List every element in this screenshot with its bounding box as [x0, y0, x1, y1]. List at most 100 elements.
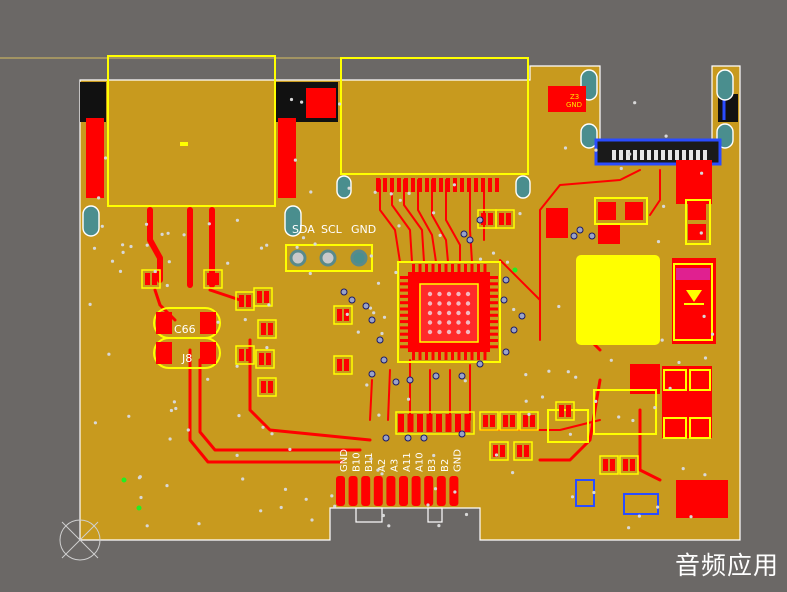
- via: [100, 224, 104, 228]
- smd-outline: [257, 319, 277, 339]
- via: [524, 399, 528, 403]
- connector-pad: [424, 476, 434, 506]
- smd-pad: [266, 353, 271, 365]
- via: [524, 373, 528, 377]
- qfn-pin: [438, 264, 441, 272]
- via: [295, 245, 299, 249]
- via: [574, 375, 578, 379]
- via: [267, 303, 271, 307]
- via: [110, 259, 115, 263]
- via: [88, 302, 92, 306]
- via: [93, 421, 97, 425]
- connector-pad: [411, 476, 421, 506]
- via: [407, 191, 411, 195]
- via: [397, 224, 401, 228]
- via: [377, 413, 381, 417]
- pad: [398, 414, 404, 432]
- qfn-pin: [483, 264, 487, 272]
- via: [502, 348, 510, 356]
- qfn-pin: [457, 264, 461, 272]
- smd-pad: [503, 415, 508, 427]
- qfn-pin: [400, 320, 408, 324]
- smd-outline: [257, 377, 277, 397]
- qfn-via: [437, 320, 442, 325]
- via: [197, 522, 201, 526]
- qfn-via: [465, 310, 471, 316]
- connector-pin: [689, 150, 693, 160]
- bottom-pad-row: [395, 411, 475, 435]
- qfn-pin: [451, 264, 454, 272]
- via: [368, 370, 376, 378]
- qfn-via: [437, 301, 442, 306]
- pad: [548, 86, 586, 112]
- via: [494, 453, 499, 457]
- connector-outline-center: [340, 57, 529, 175]
- origin-marker: [59, 519, 101, 561]
- via: [619, 166, 623, 171]
- connector-pin: [495, 178, 499, 192]
- qfn-pin: [490, 332, 498, 336]
- via: [382, 434, 390, 442]
- via: [703, 473, 707, 477]
- via: [566, 370, 570, 374]
- via: [356, 330, 360, 334]
- via: [145, 243, 149, 247]
- z3-label: Z3: [570, 93, 579, 101]
- smd-pad: [488, 213, 493, 225]
- via: [265, 243, 269, 247]
- header-label-scl: SCL: [321, 223, 343, 236]
- qfn-via: [427, 329, 433, 335]
- qfn-pin: [490, 307, 498, 311]
- via: [398, 198, 402, 202]
- via: [464, 512, 469, 517]
- via: [104, 156, 108, 160]
- component-outline: [663, 369, 687, 391]
- via: [168, 437, 172, 441]
- qfn-via: [446, 291, 452, 297]
- via: [392, 378, 400, 386]
- via: [500, 296, 508, 304]
- via: [368, 316, 376, 324]
- via: [380, 472, 384, 476]
- qfn-pin: [425, 352, 428, 360]
- via: [206, 377, 210, 381]
- via: [594, 399, 598, 403]
- qfn-via: [427, 291, 433, 297]
- via: [609, 358, 613, 362]
- qfn-pin: [400, 345, 408, 349]
- smd-pad: [523, 415, 528, 427]
- via: [261, 425, 265, 429]
- qfn-via: [446, 329, 452, 335]
- qfn-pin: [490, 294, 498, 298]
- via: [433, 487, 438, 491]
- smd-outline: [479, 411, 499, 431]
- pad: [407, 414, 414, 432]
- pad: [200, 312, 216, 334]
- via: [259, 246, 264, 250]
- via: [700, 171, 704, 175]
- component-outline: [594, 197, 648, 225]
- marker: [136, 505, 142, 511]
- via: [174, 406, 178, 411]
- via: [478, 257, 483, 261]
- via: [463, 379, 467, 383]
- smd-pad: [500, 445, 505, 457]
- smd-pad: [603, 459, 608, 471]
- via: [699, 231, 703, 235]
- smd-pad: [259, 353, 264, 365]
- via: [235, 364, 239, 368]
- qfn-via: [446, 310, 452, 316]
- via: [97, 196, 101, 200]
- header-outline: [285, 244, 373, 272]
- smd-outline: [599, 455, 619, 475]
- connector-pin: [446, 178, 450, 192]
- smd-outline: [513, 441, 533, 461]
- via: [617, 415, 621, 419]
- connector-pad: [436, 476, 446, 506]
- via: [310, 518, 314, 522]
- notch-tab: [355, 507, 383, 523]
- via: [92, 246, 97, 250]
- pad: [464, 414, 471, 432]
- smd-pad: [257, 291, 262, 303]
